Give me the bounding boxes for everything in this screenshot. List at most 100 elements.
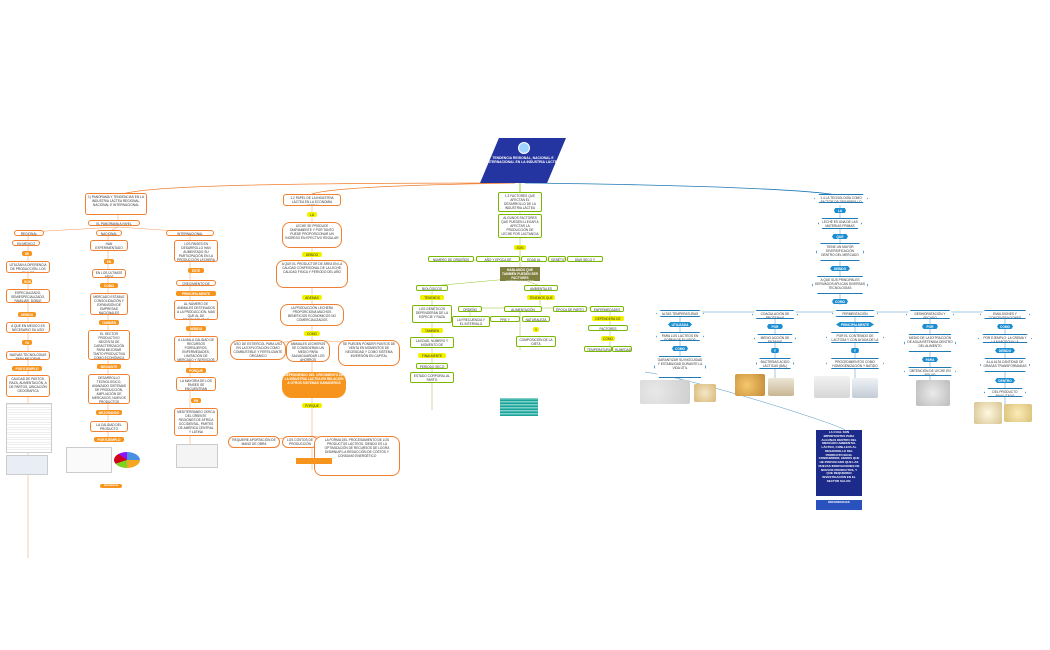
b4-u3[interactable]: PRINCIPALMENTE [836, 322, 874, 327]
b1-r3[interactable]: UTILIZAN A DIFERENCIA DE PRODUCCIÓN, LOS… [6, 261, 50, 273]
b1-r4[interactable]: SON [22, 279, 32, 284]
b2-c11[interactable]: DEPENDIENDO DEL CRECIMIENTO DE LA INDUST… [282, 372, 346, 398]
b1-internacional[interactable]: INTERNACIONAL [166, 230, 214, 236]
b3-e3[interactable]: ÉPOCA DE PARTO [553, 306, 587, 312]
b4-c6[interactable]: A QUE SUS PRINCIPALES DERIVADOS APLICAN … [812, 276, 868, 294]
b1-regional[interactable]: REGIONAL [14, 230, 44, 236]
b3-e11[interactable]: FACTORES CLIMÁTICOS [588, 325, 628, 331]
b4-v4[interactable]: MEDIO DE LA EXTRACCIÓN DE AGUA RETENIDA … [904, 334, 956, 352]
b4-w3[interactable]: Y [851, 348, 859, 353]
b1-n9[interactable]: DESARROLLO TECNOLOGICO, AVANZADO SISTEMA… [88, 374, 130, 404]
b4-u1[interactable]: UTILIZADA [668, 322, 692, 327]
b4-t1[interactable]: ALTAS TEMPERATURAS [656, 310, 704, 317]
b2-c9[interactable]: ANIMALES LECHEROS SE CONSIDERAN UN MEDIO… [286, 340, 330, 362]
b1-i4[interactable]: PRINCIPALMENTE [176, 291, 216, 296]
b3-g4[interactable]: FINALMENTE [418, 353, 446, 358]
b1-n5[interactable]: MERCADO ESTABLE CONSOLIDACIÓN Y EXPANSIÓ… [90, 293, 128, 315]
b4-v1[interactable]: PARA LOS LÁCTEOS EN FORMA DE FLUIDOS [656, 332, 704, 341]
b4-c5[interactable]: DEBIDO [830, 266, 850, 271]
b1-i6[interactable]: DEBIDO [186, 326, 206, 331]
b1-n10[interactable]: MEJORANDO [96, 410, 122, 415]
b1-n12[interactable]: POR EJEMPLO [94, 437, 124, 442]
b1-r10[interactable]: POR EJEMPLO [12, 366, 42, 371]
b3-olive-note[interactable]: HABLANDO QUE TAMBIÉN PUEDEN SER FACTORES… [500, 267, 540, 281]
b3-e14[interactable]: HUMEDAD [612, 346, 632, 352]
b1-i1[interactable]: LOS PAISES EN DESARROLLO HAN AUMENTADO S… [174, 240, 218, 262]
b1-i7[interactable]: A LA MALA CALIDAD DE RECURSOS FORRAJEROS… [174, 336, 218, 362]
b3-e10[interactable]: DEPENDERÁ DE [592, 316, 624, 321]
b1-r5[interactable]: ESPECIALIZADO, SEMIESPECIALIZADO, FAMILI… [6, 289, 50, 303]
b1-n8[interactable]: MEDIANTE [97, 364, 121, 369]
b1-i2[interactable]: ESTE [188, 268, 204, 273]
b2-c7[interactable]: COMO [304, 331, 320, 336]
b3-e8[interactable]: Y [533, 327, 539, 332]
b3-tenemos-1[interactable]: TENEMOS [420, 295, 444, 300]
b3-biologicos[interactable]: BIOLÓGICOS [416, 285, 448, 291]
b4-c7[interactable]: COMO [832, 299, 848, 304]
b3-e7[interactable]: NATURALEZA [522, 316, 550, 322]
b3-g6[interactable]: ESTADO CORPORAL AL PARTO [410, 372, 454, 383]
b3-g5[interactable]: PERIODO SECO [416, 363, 448, 369]
b2-c15[interactable]: LA FORMA DEL PROCESAMIENTO DE LOS PRODUC… [314, 436, 400, 476]
b4-c4[interactable]: TIENE UN MAYOR DIVERSIFICACIÓN DENTRO DE… [816, 243, 864, 261]
b1-r8[interactable]: YA [22, 340, 32, 345]
b3-g1[interactable]: LOS GENÉTICOS DEPENDERÁN DE LA ESPECIE Y… [412, 305, 452, 323]
b2-c1[interactable]: LA [307, 212, 317, 217]
b2-header[interactable]: 1.2 PAPEL DE LA INDUSTRIA LÁCTEA EN LA E… [283, 194, 341, 206]
b4-x4[interactable]: OBTENCIÓN DE LECHE EN POLVO [904, 367, 956, 376]
b3-e5[interactable]: LA FRECUENCIA Y EL INTERVALO [452, 316, 490, 327]
b4-navy-references[interactable]: REFERENCIAS [816, 500, 862, 510]
b4-w2[interactable]: Y [771, 348, 779, 353]
b1-sub[interactable]: EL PANORAMA A NIVEL [88, 220, 140, 226]
b4-t5[interactable]: EMULSIONES Y CONCENTRACIONES [980, 310, 1030, 319]
b3-c2[interactable]: SON [514, 245, 526, 250]
b1-n7[interactable]: EL SECTOR PRODUCTIVO NECESITA DE CARACTE… [88, 330, 130, 360]
b1-r7[interactable]: A QUE EN MEXICO ES NECESARIO SU USO [6, 322, 50, 333]
b3-g2[interactable]: TAMBIEN [421, 328, 443, 333]
b1-reference[interactable]: REFERENCIA [100, 484, 122, 488]
b1-i5[interactable]: AL NÚMERO DE ANIMALES DESTINADOS A LA PR… [174, 300, 218, 320]
b1-i9[interactable]: LA MAYORIA DE LOS PAISES SE ENCUENTRAN S… [176, 377, 216, 391]
b4-w4[interactable]: PARA [922, 357, 938, 362]
b4-v5[interactable]: POR EJEMPLO: LA CREMA Y LA MANTEQUILLA [978, 334, 1032, 343]
b4-x6[interactable]: DENTRO [995, 378, 1015, 383]
b4-x1[interactable]: GARANTIZAR SU INOCUIDAD Y ESTABILIDAD DU… [654, 356, 706, 378]
b4-t2[interactable]: COAGULACIÓN DE PROTEINAS [752, 310, 798, 319]
b1-r9[interactable]: NUEVAS TECNOLOGIAS PARA MEJORAR [6, 351, 50, 360]
b3-e1[interactable]: ORDEÑO [458, 306, 482, 312]
b3-f5[interactable]: DÍAS SECO Y VACIAS [567, 256, 603, 262]
b4-x5[interactable]: A LA ALTA CANTIDAD DE GRASAS TRANSFORMAD… [980, 358, 1030, 372]
b3-e12[interactable]: COMO [601, 336, 615, 341]
b4-w1[interactable]: COMO [672, 346, 688, 351]
b4-u4[interactable]: POR [922, 324, 938, 329]
b4-c2[interactable]: LECHE ES UNA DE LAS MATERIAS PRIMAS [818, 218, 862, 229]
b1-header[interactable]: 1) PANORAMA Y TENDENCIAS EN LA INDUSTRIA… [85, 193, 147, 215]
b4-t4[interactable]: DESHIDRATACIÓN Y SECADO [906, 310, 954, 319]
b1-n6[interactable]: TAMBIEN [99, 320, 119, 325]
b2-c2[interactable]: LECHE SE PRODUCE DIARIAMENTE Y POR TANTO… [282, 222, 342, 248]
b4-t3[interactable]: FERMENTACIÓN [832, 310, 878, 317]
b1-n2[interactable]: EN [104, 259, 114, 264]
b4-v3[interactable]: POR EL CONTENIDO DE LACTOSA Y CON AYUDA … [826, 332, 884, 343]
b2-c13[interactable]: REQUIERE APORTACIÓN DE MANO DE OBRA [228, 436, 280, 448]
b1-r6[interactable]: DEBIDO [18, 312, 36, 317]
b3-e9[interactable]: COMPOSICIÓN DE LA DIETA [516, 336, 556, 347]
b2-c4[interactable]: A QUE EL PRODUCTOR DE ÁREA EN LA CALIDAD… [276, 260, 348, 288]
b1-i8[interactable]: PORQUE [186, 368, 206, 373]
b4-x7[interactable]: DEL PRODUCTO FINALIZADO [984, 388, 1026, 397]
b4-x2[interactable]: BACTERIAS ACIDO LÁCTICAS (BAL) [756, 358, 794, 369]
b3-header[interactable]: 1.3 FACTORES QUE AFECTAN EL DESARROLLO D… [498, 192, 542, 212]
b3-e6[interactable]: PRE Y POSPARTO [490, 316, 520, 322]
b2-c8[interactable]: USO DE ESTIERCOL PARA USO EN LA EXPLOTAC… [230, 340, 286, 360]
b3-e13[interactable]: TEMPERATURA [584, 346, 612, 352]
b3-c1[interactable]: ALGUNOS FACTORES QUE PUEDEN LLEGAR A AFE… [498, 214, 542, 238]
b4-x3[interactable]: PROCEDIMIENTOS COMO HOMOGENIZACIÓN Y BAT… [826, 358, 884, 369]
b2-c14[interactable]: LOS COSTOS DE PRODUCCIÓN [282, 436, 318, 448]
b2-c5[interactable]: ADEMAS [302, 295, 322, 300]
b4-u5[interactable]: COMO [997, 324, 1013, 329]
b2-c10[interactable]: SE PUEDEN PONDER PUNTOS DE VENTA EN MOME… [338, 340, 400, 366]
b3-f3[interactable]: EDAD AL PARTO [521, 256, 547, 262]
b1-r11[interactable]: CALIDAD DE PASTOS, RAZA, ALIMENTACIÓN, A… [6, 375, 50, 397]
b4-w5[interactable]: DEBIDO [995, 348, 1015, 353]
b4-c3[interactable]: QUE [832, 234, 848, 239]
